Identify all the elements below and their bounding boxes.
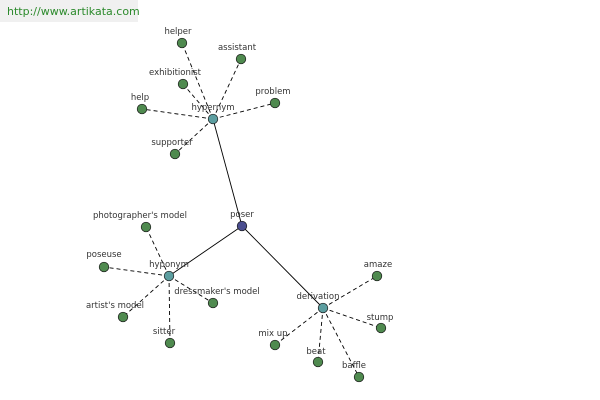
url-banner: http://www.artikata.com [0, 0, 140, 22]
node-exhibitionist-marker[interactable] [177, 78, 189, 90]
node-amaze-marker[interactable] [371, 270, 383, 282]
node-stump-label: stump [367, 313, 394, 323]
node-poseuse-label: poseuse [86, 250, 121, 260]
node-dressmakers-model[interactable]: dressmaker's model [174, 287, 260, 309]
edge-derivation-stump [322, 307, 382, 329]
edge-hyponym-artists-model [122, 275, 170, 318]
edge-derivation-amaze [322, 275, 378, 309]
edge-hypernym-supporter [174, 118, 214, 155]
node-poser[interactable]: poser [230, 210, 254, 232]
edge-derivation-baffle [322, 307, 360, 378]
node-hypernym-marker[interactable] [207, 113, 219, 125]
nodes: helper assistant exhibitionist help problem s… [86, 27, 394, 383]
edge-poser-derivation [241, 225, 324, 309]
node-hyponym[interactable]: hyponym [149, 260, 189, 282]
node-hypernym[interactable]: hypernym [191, 103, 235, 125]
node-exhibitionist-label: exhibitionist [149, 68, 202, 78]
node-mix-up-label: mix up [258, 329, 287, 339]
node-beat-label: beat [306, 347, 326, 357]
node-baffle-marker[interactable] [353, 371, 365, 383]
edge-hyponym-photographers-model [145, 226, 170, 277]
node-problem-label: problem [255, 87, 290, 97]
node-amaze-label: amaze [364, 260, 392, 270]
node-baffle-label: baffle [342, 361, 366, 371]
node-photographers-model-marker[interactable] [140, 221, 152, 233]
node-dressmakers-model-label: dressmaker's model [174, 287, 260, 297]
node-sitter-label: sitter [153, 327, 176, 337]
node-poseuse[interactable]: poseuse [86, 250, 122, 273]
node-problem-marker[interactable] [269, 97, 281, 109]
edge-hypernym-help [141, 108, 214, 120]
node-assistant[interactable]: assistant [218, 43, 257, 65]
node-derivation[interactable]: derivation [296, 292, 340, 314]
node-assistant-marker[interactable] [235, 53, 247, 65]
node-photographers-model-label: photographer's model [93, 211, 187, 221]
node-stump-marker[interactable] [375, 322, 387, 334]
node-amaze[interactable]: amaze [364, 260, 392, 282]
site-url[interactable]: http://www.artikata.com [7, 5, 140, 18]
edge-hyponym-dressmakers-model [168, 275, 214, 304]
node-help-label: help [131, 93, 149, 103]
node-help[interactable]: help [131, 93, 149, 115]
edge-poser-hypernym [212, 118, 243, 227]
edge-poser-hyponym [168, 225, 243, 277]
node-helper[interactable]: helper [164, 27, 192, 49]
node-supporter-marker[interactable] [169, 148, 181, 160]
node-supporter[interactable]: supporter [151, 138, 193, 160]
node-baffle[interactable]: baffle [342, 361, 366, 383]
node-supporter-label: supporter [151, 138, 193, 148]
node-artists-model[interactable]: artist's model [86, 301, 144, 323]
edge-derivation-mix-up [274, 307, 324, 346]
node-helper-marker[interactable] [176, 37, 188, 49]
node-beat-marker[interactable] [312, 356, 324, 368]
node-problem[interactable]: problem [255, 87, 291, 109]
node-exhibitionist[interactable]: exhibitionist [149, 68, 202, 90]
node-sitter-marker[interactable] [164, 337, 176, 349]
node-stump[interactable]: stump [367, 313, 394, 334]
node-poseuse-marker[interactable] [98, 261, 110, 273]
node-hypernym-label: hypernym [191, 103, 234, 113]
node-poser-label: poser [230, 210, 254, 220]
node-artists-model-marker[interactable] [117, 311, 129, 323]
edge-derivation-beat [317, 307, 324, 363]
edge-hypernym-problem [212, 102, 276, 120]
node-help-marker[interactable] [136, 103, 148, 115]
edges [103, 42, 382, 378]
node-photographers-model[interactable]: photographer's model [93, 211, 187, 233]
edge-hypernym-exhibitionist [182, 83, 214, 120]
edge-hyponym-poseuse [103, 266, 170, 277]
node-artists-model-label: artist's model [86, 301, 144, 311]
node-assistant-label: assistant [218, 43, 257, 53]
node-derivation-marker[interactable] [317, 302, 329, 314]
node-derivation-label: derivation [296, 292, 339, 302]
node-dressmakers-model-marker[interactable] [207, 297, 219, 309]
node-mix-up[interactable]: mix up [258, 329, 288, 351]
node-beat[interactable]: beat [306, 347, 326, 368]
node-hyponym-label: hyponym [149, 260, 189, 270]
node-hyponym-marker[interactable] [163, 270, 175, 282]
node-sitter[interactable]: sitter [153, 327, 176, 349]
node-helper-label: helper [164, 27, 192, 37]
node-poser-marker[interactable] [236, 220, 248, 232]
node-mix-up-marker[interactable] [269, 339, 281, 351]
